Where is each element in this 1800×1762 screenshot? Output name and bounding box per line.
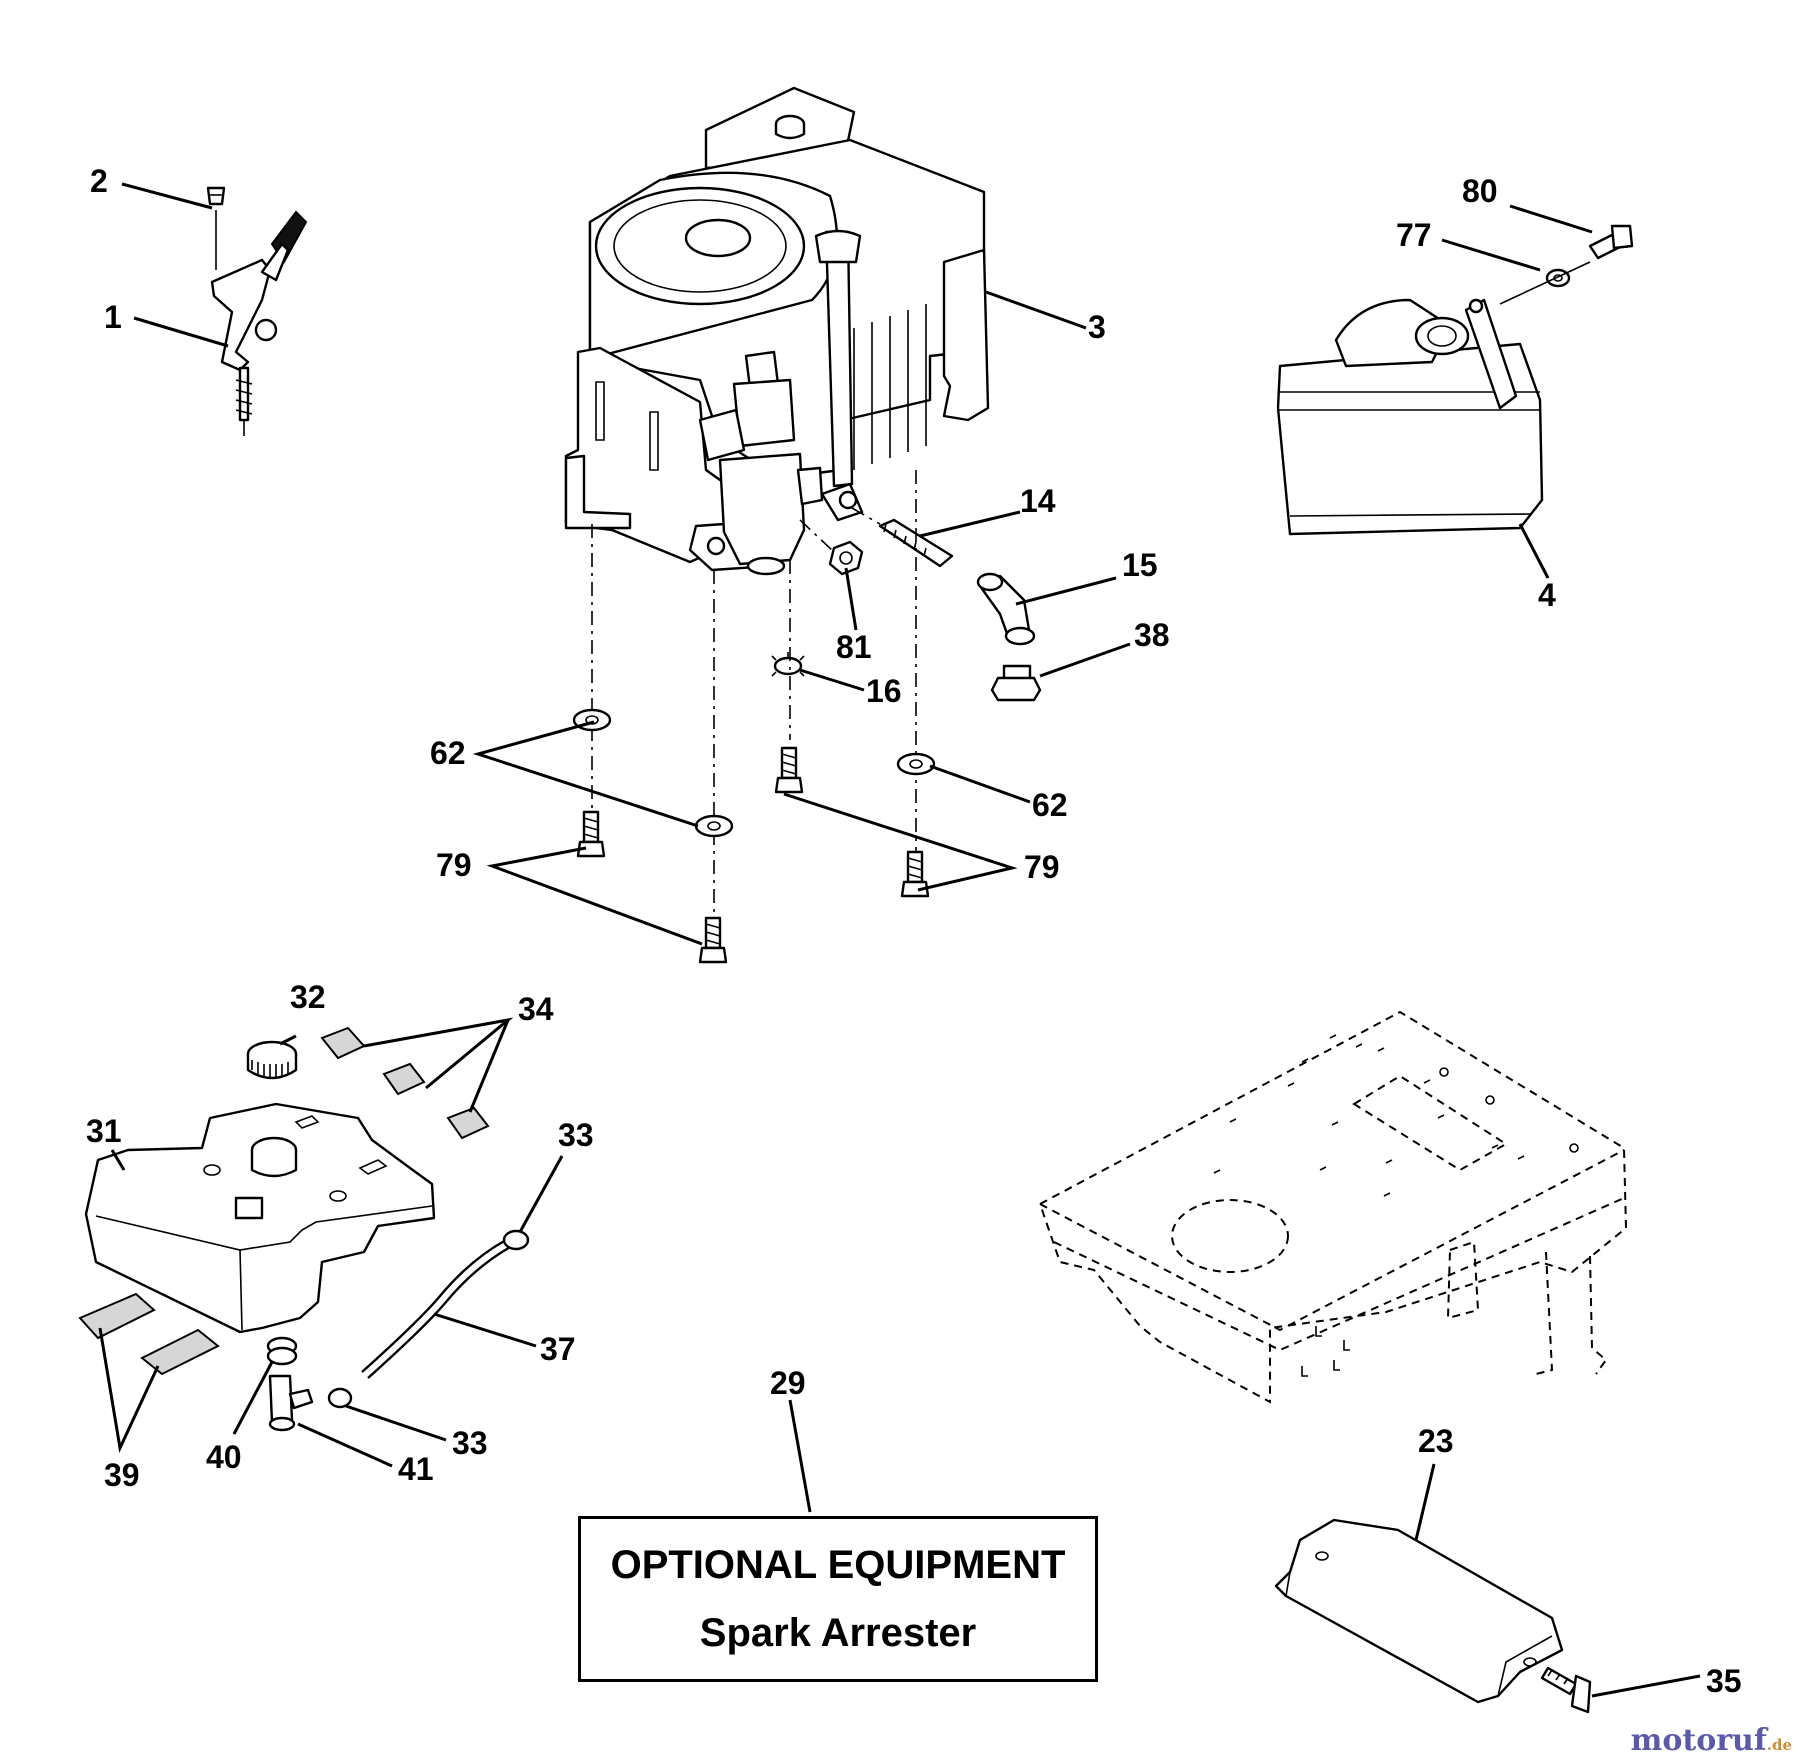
label-62-left: 62 <box>430 735 466 771</box>
watermark-name: motoruf <box>1630 1723 1767 1758</box>
label-81: 81 <box>836 629 872 665</box>
label-40: 40 <box>206 1439 242 1475</box>
label-37: 37 <box>540 1331 576 1367</box>
muffler <box>1276 224 1634 536</box>
label-32: 32 <box>290 979 326 1015</box>
label-79-left: 79 <box>436 847 472 883</box>
label-79-right: 79 <box>1024 849 1060 885</box>
optional-equipment-box: OPTIONAL EQUIPMENT Spark Arrester <box>578 1516 1098 1682</box>
spark-arrester-subtitle: Spark Arrester <box>699 1611 977 1655</box>
label-15: 15 <box>1122 547 1158 583</box>
label-39: 39 <box>104 1457 140 1493</box>
throttle-control <box>206 186 308 436</box>
label-29: 29 <box>770 1365 806 1401</box>
label-3: 3 <box>1088 309 1106 345</box>
label-1: 1 <box>104 299 122 335</box>
label-41: 41 <box>398 1451 434 1487</box>
label-33-bottom: 33 <box>452 1425 488 1461</box>
label-77: 77 <box>1396 217 1432 253</box>
watermark-tld: .de <box>1766 1736 1792 1754</box>
label-35: 35 <box>1706 1663 1742 1699</box>
label-4: 4 <box>1538 577 1556 613</box>
label-23: 23 <box>1418 1423 1454 1459</box>
tractor-frame <box>1038 1010 1628 1404</box>
engine <box>564 86 990 576</box>
label-62-right: 62 <box>1032 787 1068 823</box>
fuel-tank <box>78 1026 530 1432</box>
label-33-top: 33 <box>558 1117 594 1153</box>
label-2: 2 <box>90 163 108 199</box>
mounting-hardware <box>572 470 936 964</box>
label-80: 80 <box>1462 173 1498 209</box>
spark-arrester-plate <box>1274 1518 1592 1714</box>
watermark-logo: motoruf.de <box>1631 1723 1792 1758</box>
label-16: 16 <box>866 673 902 709</box>
label-38: 38 <box>1134 617 1170 653</box>
optional-equipment-title: OPTIONAL EQUIPMENT <box>610 1543 1066 1587</box>
callout-labels: 2 1 3 80 77 4 14 15 38 81 16 62 62 79 79… <box>86 163 1742 1699</box>
leader-lines <box>98 182 1701 1698</box>
fuel-fittings <box>771 507 1042 702</box>
label-31: 31 <box>86 1113 122 1149</box>
label-34: 34 <box>518 991 554 1027</box>
label-14: 14 <box>1020 483 1056 519</box>
